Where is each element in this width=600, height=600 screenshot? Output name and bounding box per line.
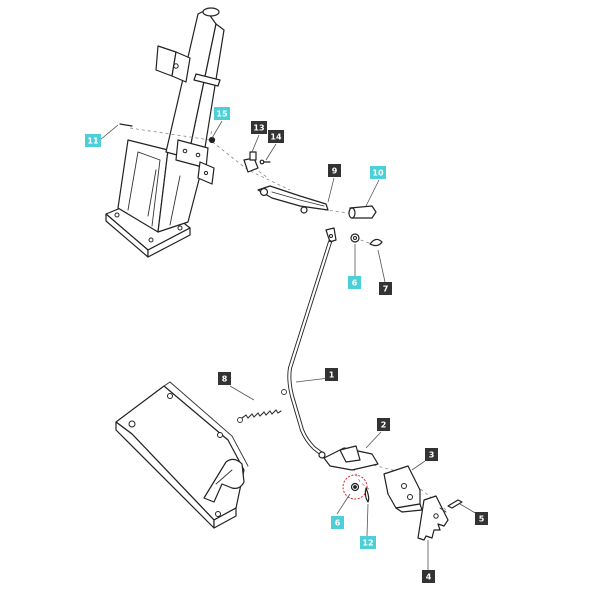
svg-text:3: 3: [429, 451, 435, 460]
svg-text:2: 2: [381, 421, 387, 430]
svg-text:11: 11: [87, 137, 99, 146]
svg-text:6: 6: [335, 519, 341, 528]
callout-3: 3: [425, 448, 438, 461]
svg-text:8: 8: [222, 375, 228, 384]
column-hardware: [119, 123, 271, 173]
callout-6-upper: 6: [348, 276, 361, 289]
svg-text:14: 14: [270, 133, 282, 142]
svg-text:10: 10: [372, 169, 384, 178]
svg-text:7: 7: [383, 285, 389, 294]
shift-link-assembly: [257, 185, 377, 219]
shift-rod: [287, 227, 337, 459]
highlight-ring: [342, 474, 368, 500]
callout-13: 13: [251, 121, 267, 134]
callout-2: 2: [377, 418, 390, 431]
callout-1: 1: [325, 368, 338, 381]
callout-15: 15: [214, 107, 230, 120]
callout-7: 7: [379, 282, 392, 295]
svg-text:5: 5: [479, 515, 485, 524]
svg-text:1: 1: [329, 371, 335, 380]
clip-12: [364, 487, 370, 503]
bracket: [383, 465, 423, 513]
callout-8: 8: [218, 372, 231, 385]
floor-plate: [115, 381, 249, 529]
ratchet-plate: [417, 495, 449, 541]
callout-4: 4: [422, 570, 435, 583]
callout-11: 11: [85, 134, 101, 147]
spring: [237, 389, 287, 423]
callout-10: 10: [370, 166, 386, 179]
callout-5: 5: [475, 512, 488, 525]
svg-text:4: 4: [426, 573, 432, 582]
callout-9: 9: [328, 164, 341, 177]
svg-text:6: 6: [352, 279, 358, 288]
lever-arm: [323, 445, 379, 471]
steering-column-assembly: [105, 7, 225, 258]
pin: [447, 499, 463, 509]
washer-and-clip: [350, 233, 383, 247]
svg-text:9: 9: [332, 167, 338, 176]
callout-6-lower: 6: [331, 516, 344, 529]
callout-14: 14: [268, 130, 284, 143]
callout-12: 12: [360, 536, 376, 549]
svg-text:12: 12: [362, 539, 373, 548]
leader-lines: [99, 120, 478, 570]
svg-text:13: 13: [253, 124, 264, 133]
svg-text:15: 15: [216, 110, 228, 119]
